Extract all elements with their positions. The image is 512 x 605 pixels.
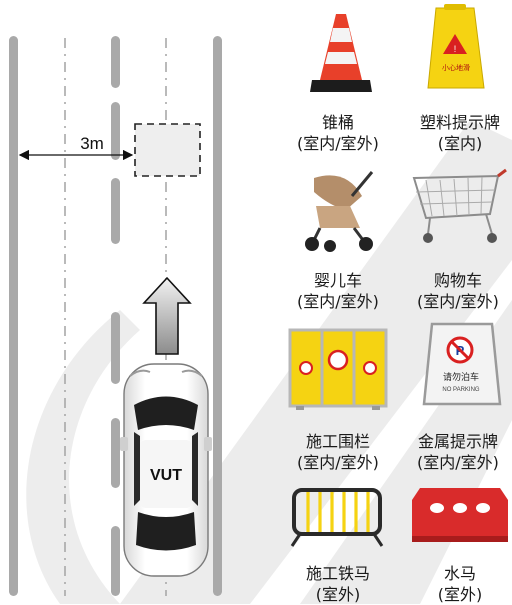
svg-text:!: ! bbox=[454, 44, 457, 54]
distance-dimension: 3m bbox=[18, 134, 134, 161]
caption-cone: 锥桶 (室内/室外) bbox=[278, 112, 398, 154]
barricade-name: 施工铁马 bbox=[305, 564, 370, 583]
no-parking-sign-text: 请勿泊车 bbox=[443, 371, 479, 383]
caption-stroller: 婴儿车 (室内/室外) bbox=[278, 270, 398, 312]
caption-water-barrier: 水马 (室外) bbox=[400, 563, 512, 605]
caption-barricade: 施工铁马 (室外) bbox=[278, 563, 398, 605]
cone-name: 锥桶 bbox=[321, 113, 354, 132]
plastic-sign-env: (室内) bbox=[437, 134, 483, 153]
cone-env: (室内/室外) bbox=[297, 134, 379, 153]
distance-label: 3m bbox=[80, 134, 104, 153]
stroller-env: (室内/室外) bbox=[297, 292, 379, 311]
metal-sign-env: (室内/室外) bbox=[417, 453, 499, 472]
caption-metal-sign: 金属提示牌 (室内/室外) bbox=[398, 431, 512, 473]
water-barrier-name: 水马 bbox=[443, 564, 476, 583]
metal-barricade-icon bbox=[290, 488, 384, 547]
plastic-sign-name: 塑料提示牌 bbox=[419, 113, 500, 132]
water-barrier-icon bbox=[412, 488, 508, 542]
vut-car: VUT bbox=[120, 363, 212, 577]
water-barrier-env: (室外) bbox=[437, 585, 483, 604]
target-object-box bbox=[134, 123, 201, 177]
cart-env: (室内/室外) bbox=[417, 292, 499, 311]
no-parking-sign-icon: P 请勿泊车 NO PARKING bbox=[422, 322, 502, 406]
metal-sign-name: 金属提示牌 bbox=[417, 432, 498, 451]
caption-fence: 施工围栏 (室内/室外) bbox=[278, 431, 398, 473]
shopping-cart-icon bbox=[412, 168, 507, 243]
wet-floor-sign-icon: ! 小心地滑 bbox=[427, 4, 485, 89]
traffic-cone-icon bbox=[310, 14, 372, 92]
direction-arrow-icon bbox=[142, 276, 192, 355]
wet-floor-sign-text: 小心地滑 bbox=[442, 63, 470, 72]
fence-name: 施工围栏 bbox=[305, 432, 370, 451]
stroller-name: 婴儿车 bbox=[313, 271, 362, 290]
caption-cart: 购物车 (室内/室外) bbox=[398, 270, 512, 312]
road-edge-right bbox=[213, 36, 222, 596]
vut-label: VUT bbox=[150, 467, 182, 484]
baby-stroller-icon bbox=[305, 171, 374, 252]
construction-fence-icon bbox=[288, 328, 388, 410]
cart-name: 购物车 bbox=[433, 271, 482, 290]
lane-divider-center bbox=[111, 36, 120, 596]
caption-plastic-sign: 塑料提示牌 (室内) bbox=[400, 112, 512, 154]
fence-env: (室内/室外) bbox=[297, 453, 379, 472]
road-edge-left bbox=[9, 36, 18, 596]
barricade-env: (室外) bbox=[315, 585, 361, 604]
no-parking-sign-subtext: NO PARKING bbox=[442, 387, 480, 393]
road bbox=[9, 36, 222, 596]
